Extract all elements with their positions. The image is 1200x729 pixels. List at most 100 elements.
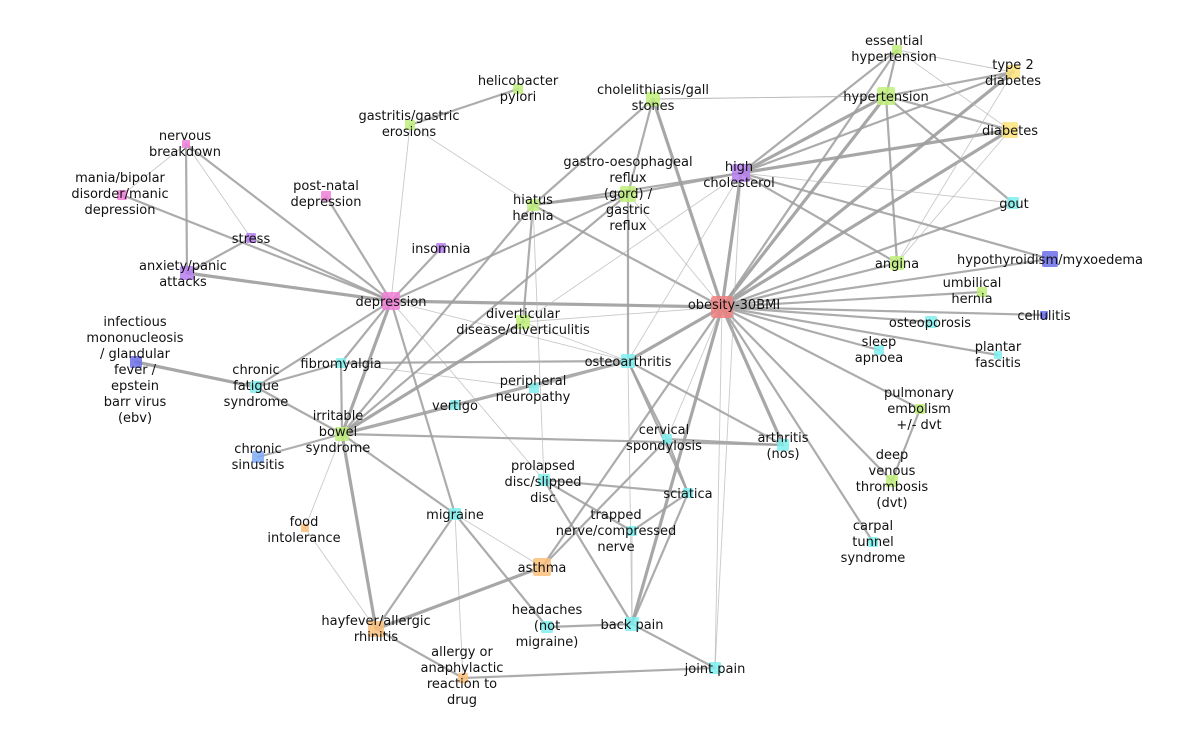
node-hypertension[interactable] — [877, 87, 895, 105]
node-label-angina: angina — [875, 257, 919, 272]
node-nervous[interactable] — [182, 140, 190, 148]
node-label-line: irritable — [313, 409, 364, 424]
node-label-line: arthritis — [757, 431, 808, 446]
node-diabetes[interactable] — [1002, 122, 1018, 138]
node-hayfever[interactable] — [368, 621, 384, 637]
node-label-line: bowel — [319, 425, 357, 440]
node-cervical[interactable] — [662, 434, 672, 444]
edge-obesity-chole — [651, 97, 724, 309]
edge-high_chol-ess_hyp — [739, 48, 899, 175]
edge-type2-angina — [896, 71, 1014, 264]
node-carpal[interactable] — [868, 537, 878, 547]
node-label-line: hypertension — [843, 90, 928, 105]
node-obesity[interactable] — [711, 296, 733, 318]
node-headaches[interactable] — [541, 621, 553, 633]
node-helico[interactable] — [513, 84, 523, 94]
edge-prolapsed-trapped — [542, 478, 634, 533]
edge-depression-anxiety — [185, 271, 393, 303]
node-label-line: chronic — [234, 442, 281, 457]
edge-osteoarthritis-peripheral — [533, 360, 629, 389]
edge-back_pain-headaches — [545, 622, 634, 629]
node-ess_hyp[interactable] — [892, 45, 902, 55]
node-cellulitis[interactable] — [1040, 311, 1048, 319]
edge-obesity-pe — [720, 305, 922, 411]
node-label-diabetes: diabetes — [982, 124, 1038, 139]
node-depression[interactable] — [382, 292, 400, 310]
node-fibromyalgia[interactable] — [336, 358, 346, 368]
edge-gord-high_chol — [626, 171, 743, 196]
edge-gastritis-hiatus — [409, 124, 534, 206]
node-diverticular[interactable] — [516, 315, 530, 329]
node-label-line: reaction to — [427, 677, 497, 692]
node-food[interactable] — [301, 524, 309, 532]
node-infectious[interactable] — [130, 356, 142, 368]
edge-osteoarthritis-back_pain — [627, 360, 633, 625]
node-trapped[interactable] — [627, 526, 637, 536]
edge-ess_hyp-diabetes — [896, 49, 1011, 131]
node-back_pain[interactable] — [625, 617, 639, 631]
edge-high_chol-diabetes — [739, 128, 1012, 175]
node-anxiety[interactable] — [180, 266, 194, 280]
node-label-line: (dvt) — [876, 496, 907, 511]
edge-obesity-umbilical — [720, 290, 984, 309]
node-asthma[interactable] — [533, 558, 551, 576]
node-post_natal[interactable] — [321, 191, 331, 201]
edge-obesity-plantar — [720, 305, 1000, 357]
node-chole[interactable] — [646, 92, 660, 106]
node-dvt[interactable] — [886, 475, 898, 487]
node-insomnia[interactable] — [436, 243, 446, 253]
node-allergy[interactable] — [458, 673, 468, 683]
node-peripheral[interactable] — [529, 383, 539, 393]
node-mania[interactable] — [117, 190, 127, 200]
node-type2[interactable] — [1006, 65, 1020, 79]
node-label-line: / glandular — [100, 347, 171, 362]
node-gout[interactable] — [1007, 197, 1019, 209]
edge-obesity-cellulitis — [720, 305, 1046, 317]
edge-depression-post_natal — [324, 194, 393, 303]
edge-pe-dvt — [890, 407, 922, 483]
node-prolapsed[interactable] — [538, 474, 550, 486]
node-gastritis[interactable] — [405, 120, 415, 130]
edge-ibs-diverticular — [340, 320, 525, 436]
node-ibs[interactable] — [335, 427, 349, 441]
node-label-line: epstein — [111, 379, 159, 394]
node-osteoporosis[interactable] — [925, 316, 937, 328]
node-arthritis[interactable] — [777, 439, 789, 451]
edge-prolapsed-back_pain — [542, 478, 634, 626]
node-plantar[interactable] — [994, 351, 1002, 359]
node-label-line: neuropathy — [496, 390, 571, 405]
node-sleep_apnoea[interactable] — [874, 345, 884, 355]
edge-ibs-gord — [340, 192, 630, 436]
edge-depression-gord — [389, 192, 630, 303]
node-label-line: rhinitis — [354, 630, 399, 645]
node-vertigo[interactable] — [450, 400, 460, 410]
node-migraine[interactable] — [449, 508, 461, 520]
node-cfs[interactable] — [250, 381, 262, 393]
node-pe[interactable] — [915, 404, 925, 414]
node-stress[interactable] — [246, 233, 256, 243]
edge-fibromyalgia-osteoarthritis — [339, 359, 630, 365]
node-chronic_sin[interactable] — [252, 451, 264, 463]
node-angina[interactable] — [890, 256, 904, 270]
node-osteoarthritis[interactable] — [621, 354, 635, 368]
node-hiatus[interactable] — [527, 199, 539, 211]
node-label-cellulitis: cellulitis — [1017, 309, 1071, 324]
node-label-line: sciatica — [663, 487, 712, 502]
node-sciatica[interactable] — [683, 488, 693, 498]
node-gord[interactable] — [620, 186, 636, 202]
node-hypothyroid[interactable] — [1042, 251, 1058, 267]
node-joint_pain[interactable] — [709, 662, 721, 674]
edge-depression-nervous — [184, 142, 393, 303]
node-high_chol[interactable] — [732, 164, 750, 182]
node-label-line: hypertension — [851, 50, 936, 65]
node-label-line: depression — [356, 295, 427, 310]
edge-high_chol-angina — [739, 171, 899, 265]
node-label-line: anxiety/panic — [139, 259, 227, 274]
node-umbilical[interactable] — [977, 287, 987, 297]
